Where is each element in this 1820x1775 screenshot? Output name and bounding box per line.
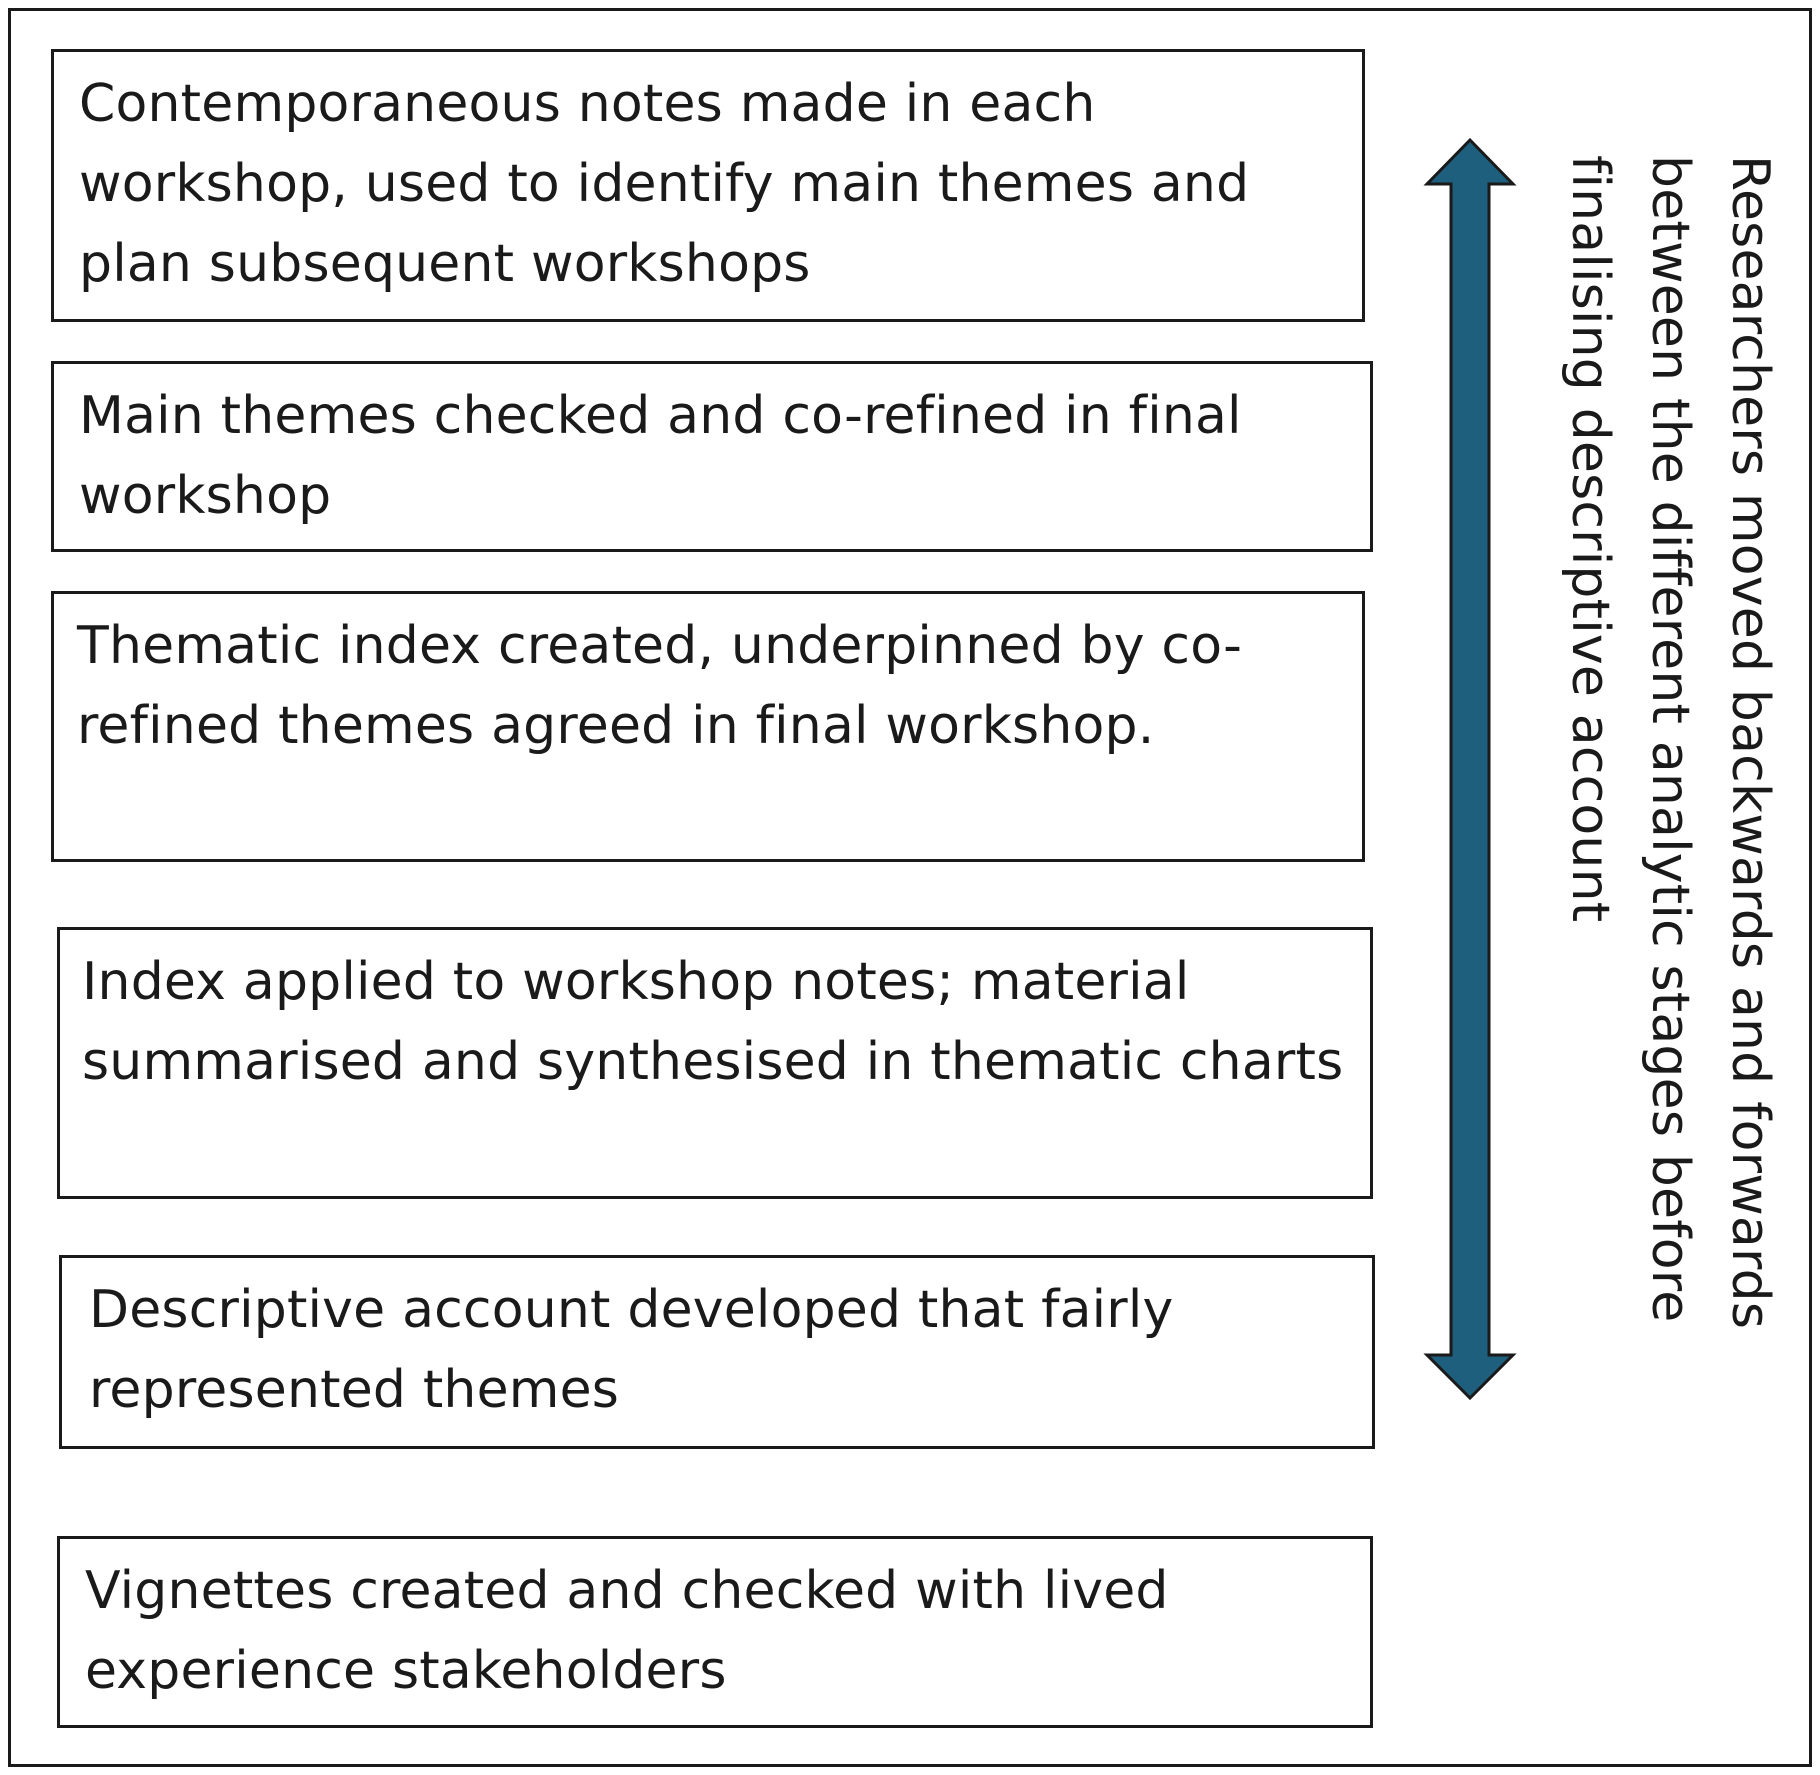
double-headed-arrow-shape xyxy=(1423,137,1517,1401)
stage-2-text: Main themes checked and co-refined in fi… xyxy=(79,386,1242,526)
double-headed-arrow-icon xyxy=(1423,137,1517,1401)
stage-1-text: Contemporaneous notes made in each works… xyxy=(79,74,1250,294)
stage-box-4: Index applied to workshop notes; materia… xyxy=(57,927,1373,1199)
side-note-text: Researchers moved backwards and forwards… xyxy=(1560,155,1780,1330)
stage-box-5: Descriptive account developed that fairl… xyxy=(59,1255,1375,1449)
stage-3-text: Thematic index created, underpinned by c… xyxy=(77,616,1243,756)
stage-box-1: Contemporaneous notes made in each works… xyxy=(51,49,1365,322)
stage-box-3: Thematic index created, underpinned by c… xyxy=(51,591,1365,862)
stage-box-2: Main themes checked and co-refined in fi… xyxy=(51,361,1373,552)
stage-4-text: Index applied to workshop notes; materia… xyxy=(82,952,1344,1092)
stage-6-text: Vignettes created and checked with lived… xyxy=(85,1561,1169,1701)
side-note-container: Researchers moved backwards and forwards… xyxy=(1545,155,1790,1415)
stage-5-text: Descriptive account developed that fairl… xyxy=(89,1280,1174,1420)
stage-box-6: Vignettes created and checked with lived… xyxy=(57,1536,1373,1728)
